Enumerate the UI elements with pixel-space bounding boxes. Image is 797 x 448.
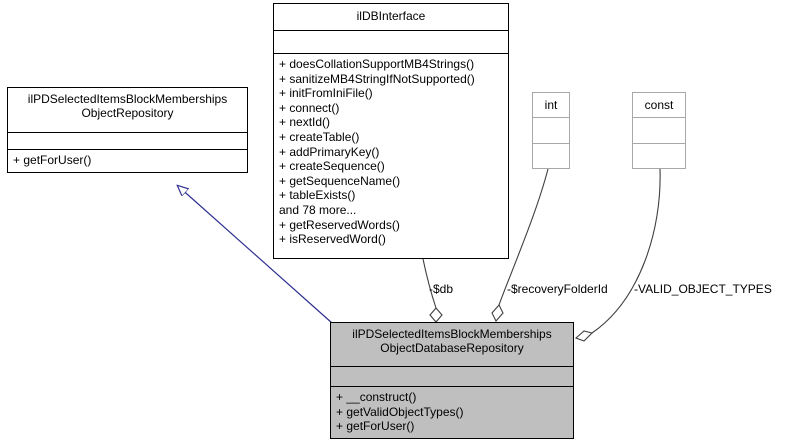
operation-item: + getReservedWords() (279, 217, 400, 232)
class-operations-ildbinterface: + doesCollationSupportMB4Strings() + san… (274, 53, 508, 251)
operation-item: + connect() (279, 100, 340, 115)
class-operations-const (633, 142, 685, 168)
edge-label-recovery-folder-id: -$recoveryFolderId (507, 282, 608, 296)
class-attributes-const (633, 117, 685, 142)
operation-item: + createTable() (279, 129, 360, 144)
class-title-line-2: ObjectDatabaseRepository (380, 341, 524, 355)
operation-item: + getValidObjectTypes() (336, 404, 464, 419)
class-title-line-1: ilPDSelectedItemsBlockMemberships (27, 92, 228, 106)
class-box-object-repository[interactable]: ilPDSelectedItemsBlockMemberships Object… (7, 87, 248, 173)
class-title-object-repository: ilPDSelectedItemsBlockMemberships Object… (8, 88, 247, 132)
edge-label-valid-object-types: -VALID_OBJECT_TYPES (634, 282, 772, 296)
class-title-database-repository: ilPDSelectedItemsBlockMemberships Object… (331, 323, 573, 366)
class-operations-int (533, 142, 569, 168)
class-attributes-int (533, 117, 569, 142)
operation-more: and 78 more... (279, 202, 357, 217)
operation-item: + getForUser() (13, 153, 92, 168)
class-operations-object-repository: + getForUser() (8, 149, 247, 172)
class-box-int[interactable]: int (532, 92, 570, 169)
class-box-ildbinterface[interactable]: ilDBInterface + doesCollationSupportMB4S… (273, 3, 509, 259)
class-title-ildbinterface: ilDBInterface (356, 9, 426, 23)
operation-item: + createSequence() (279, 159, 385, 174)
operation-item: + getForUser() (336, 419, 415, 434)
edge-aggregation-valid-object-types (574, 168, 661, 342)
operation-item: + initFromIniFile() (279, 86, 373, 101)
edge-label-db: -$db (429, 282, 454, 296)
operation-item: + sanitizeMB4StringIfNotSupported() (279, 71, 475, 86)
class-box-const[interactable]: const (632, 92, 686, 169)
operation-item: + addPrimaryKey() (279, 144, 380, 159)
operation-item: + isReservedWord() (279, 232, 386, 247)
class-attributes-ildbinterface (274, 30, 508, 53)
class-box-database-repository[interactable]: ilPDSelectedItemsBlockMemberships Object… (330, 322, 574, 439)
class-operations-database-repository: + __construct() + getValidObjectTypes() … (331, 386, 573, 438)
operation-item: + doesCollationSupportMB4Strings() (279, 57, 475, 71)
operation-item: + __construct() (336, 390, 417, 405)
class-title-line-2: ObjectRepository (81, 106, 174, 120)
operation-item: + tableExists() (279, 188, 356, 203)
class-title-line-1: ilPDSelectedItemsBlockMemberships (352, 327, 552, 341)
operation-item: + getSequenceName() (279, 173, 401, 188)
class-title-const: const (644, 98, 674, 112)
operation-item: + nextId() (279, 115, 331, 130)
class-title-int: int (544, 98, 558, 112)
class-attributes-database-repository (331, 365, 573, 387)
class-attributes-object-repository (8, 131, 247, 150)
